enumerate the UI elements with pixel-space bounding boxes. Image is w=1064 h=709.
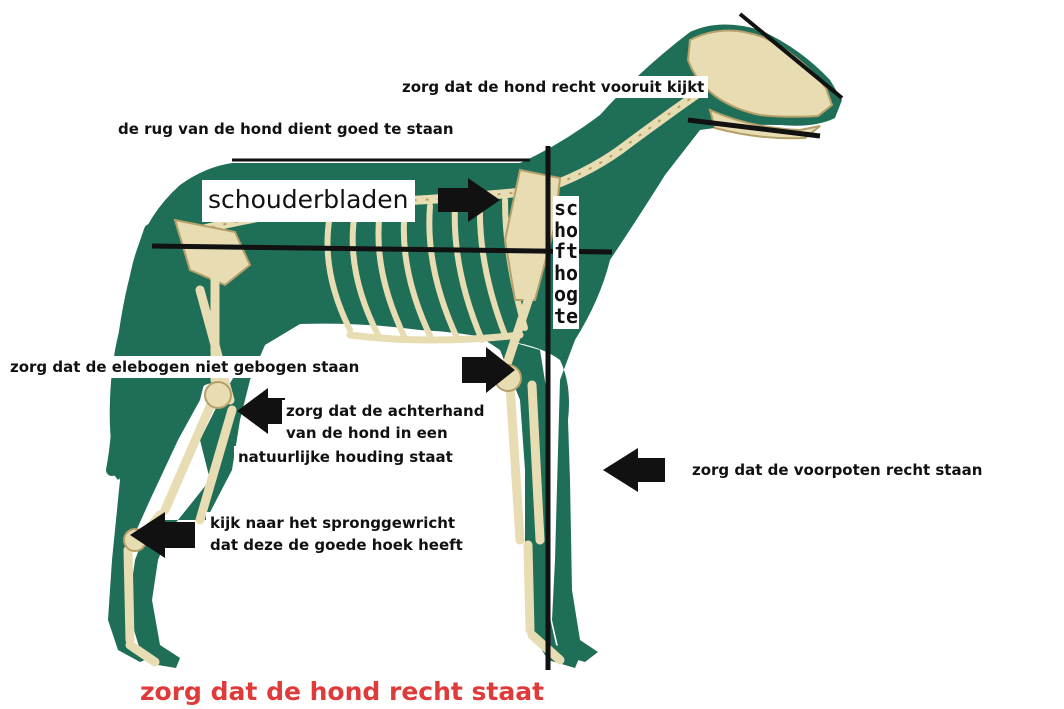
label-hock-line2: dat deze de goede hoek heeft	[206, 534, 467, 556]
knee-joint	[205, 382, 231, 408]
label-hindquarters-line3: natuurlijke houding staat	[234, 446, 457, 468]
label-hindquarters-line1: zorg dat de achterhand	[282, 400, 488, 422]
label-hock-line1: kijk naar het spronggewricht	[206, 512, 459, 534]
label-shoulder-blades: schouderbladen	[202, 180, 415, 222]
sternum-bone	[350, 335, 520, 340]
label-elbows: zorg dat de elebogen niet gebogen staan	[6, 356, 363, 378]
arrow-left-icon	[603, 448, 665, 492]
label-hindquarters-line2: van de hond in een	[282, 422, 452, 444]
label-withers-height: schofthoogte	[553, 196, 579, 329]
label-head-forward: zorg dat de hond recht vooruit kijkt	[398, 76, 708, 98]
label-back-straight: de rug van de hond dient goed te staan	[118, 118, 454, 140]
label-stand-straight: zorg dat de hond recht staat	[140, 677, 544, 706]
label-front-legs: zorg dat de voorpoten recht staan	[692, 459, 982, 481]
